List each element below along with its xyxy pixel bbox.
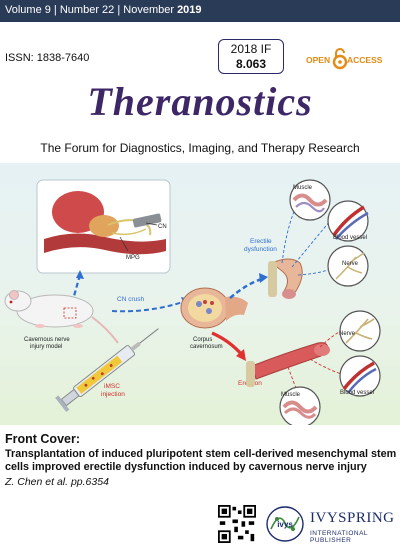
ivyspring-seal-icon: ivys xyxy=(266,506,304,542)
label-blood-vessel-top: Blood vessel xyxy=(333,235,367,241)
issue-volume: Volume 9 xyxy=(5,4,51,16)
nerve-tissue-bottom xyxy=(339,310,381,352)
blood-vessel-tissue-bottom xyxy=(339,355,381,397)
syringe-illustration xyxy=(55,328,159,413)
issn: ISSN: 1838-7640 xyxy=(5,52,90,64)
cn-crush-arrow xyxy=(111,300,187,313)
label-blood-vessel-bottom: Blood vessel xyxy=(340,390,374,396)
impact-factor-value: 8.063 xyxy=(235,57,267,71)
label-cn-crush: CN crush xyxy=(117,296,144,303)
label-mpg: MPG xyxy=(126,255,140,261)
corpus-cavernosum-section xyxy=(180,287,248,329)
label-corpus-line2: cavernosum xyxy=(190,344,223,350)
issue-number: Number 22 xyxy=(59,4,115,16)
cover-illustration: CN MPG CN crush Cavernous nerve injury m… xyxy=(0,163,400,425)
muscle-tissue-top xyxy=(289,179,331,221)
rat-illustration xyxy=(4,290,119,344)
label-cn: CN xyxy=(158,224,167,230)
flaccid-penis-illustration xyxy=(268,258,303,299)
label-corpus-line1: Corpus xyxy=(193,337,212,343)
issue-separator: | xyxy=(114,4,124,16)
publisher-subtitle: INTERNATIONAL PUBLISHER xyxy=(310,530,368,544)
caption-author: Z. Chen et al. pp.6354 xyxy=(5,476,109,488)
publisher-name: IVYSPRING xyxy=(310,510,395,526)
label-muscle-top: Muscle xyxy=(293,185,313,191)
label-nerve-bottom: Nerve xyxy=(339,331,356,337)
cover-caption: Front Cover: Transplantation of induced … xyxy=(5,432,400,488)
label-erectile-line2: dysfunction xyxy=(244,246,277,253)
muscle-tissue-bottom xyxy=(279,386,321,425)
qr-code-icon xyxy=(218,505,256,543)
issue-year: 2019 xyxy=(177,4,202,16)
label-model-line2: injury model xyxy=(30,344,62,350)
impact-factor-label: 2018 IF xyxy=(230,42,272,56)
open-access-logo: OPEN ACCESS xyxy=(306,48,383,70)
label-imsc-line2: injection xyxy=(101,391,125,398)
nerve-tissue-top xyxy=(327,245,369,287)
open-access-right: ACCESS xyxy=(347,55,383,65)
label-muscle-bottom: Muscle xyxy=(281,392,301,398)
erect-penis-illustration xyxy=(246,342,330,387)
inset-anatomy-panel: CN MPG xyxy=(36,179,171,274)
label-nerve-top: Nerve xyxy=(342,261,359,267)
issue-bar: Volume 9 | Number 22 | November 2019 xyxy=(0,0,400,22)
issue-month: November xyxy=(123,4,178,16)
prostate-shape xyxy=(89,215,119,237)
label-erectile-line1: Erectile xyxy=(250,238,272,245)
journal-title: Theranostics xyxy=(87,79,313,124)
forceps-icon xyxy=(132,213,162,228)
issue-separator: | xyxy=(50,4,60,16)
journal-tagline: The Forum for Diagnostics, Imaging, and … xyxy=(40,141,360,155)
caption-heading: Front Cover: xyxy=(5,432,80,446)
label-model-line1: Cavernous nerve xyxy=(24,337,70,343)
caption-title: Transplantation of induced pluripotent s… xyxy=(5,448,397,473)
ivyspring-seal-text: ivys xyxy=(277,520,293,529)
label-imsc-line1: iMSC xyxy=(104,383,120,390)
blood-vessel-tissue-top xyxy=(327,200,369,242)
open-lock-icon xyxy=(332,48,348,70)
blood-vessel-shape xyxy=(44,233,166,255)
open-access-left: OPEN xyxy=(306,55,330,65)
impact-factor-badge: 2018 IF 8.063 xyxy=(218,39,284,74)
issue-info: Volume 9 | Number 22 | November 2019 xyxy=(5,4,202,16)
